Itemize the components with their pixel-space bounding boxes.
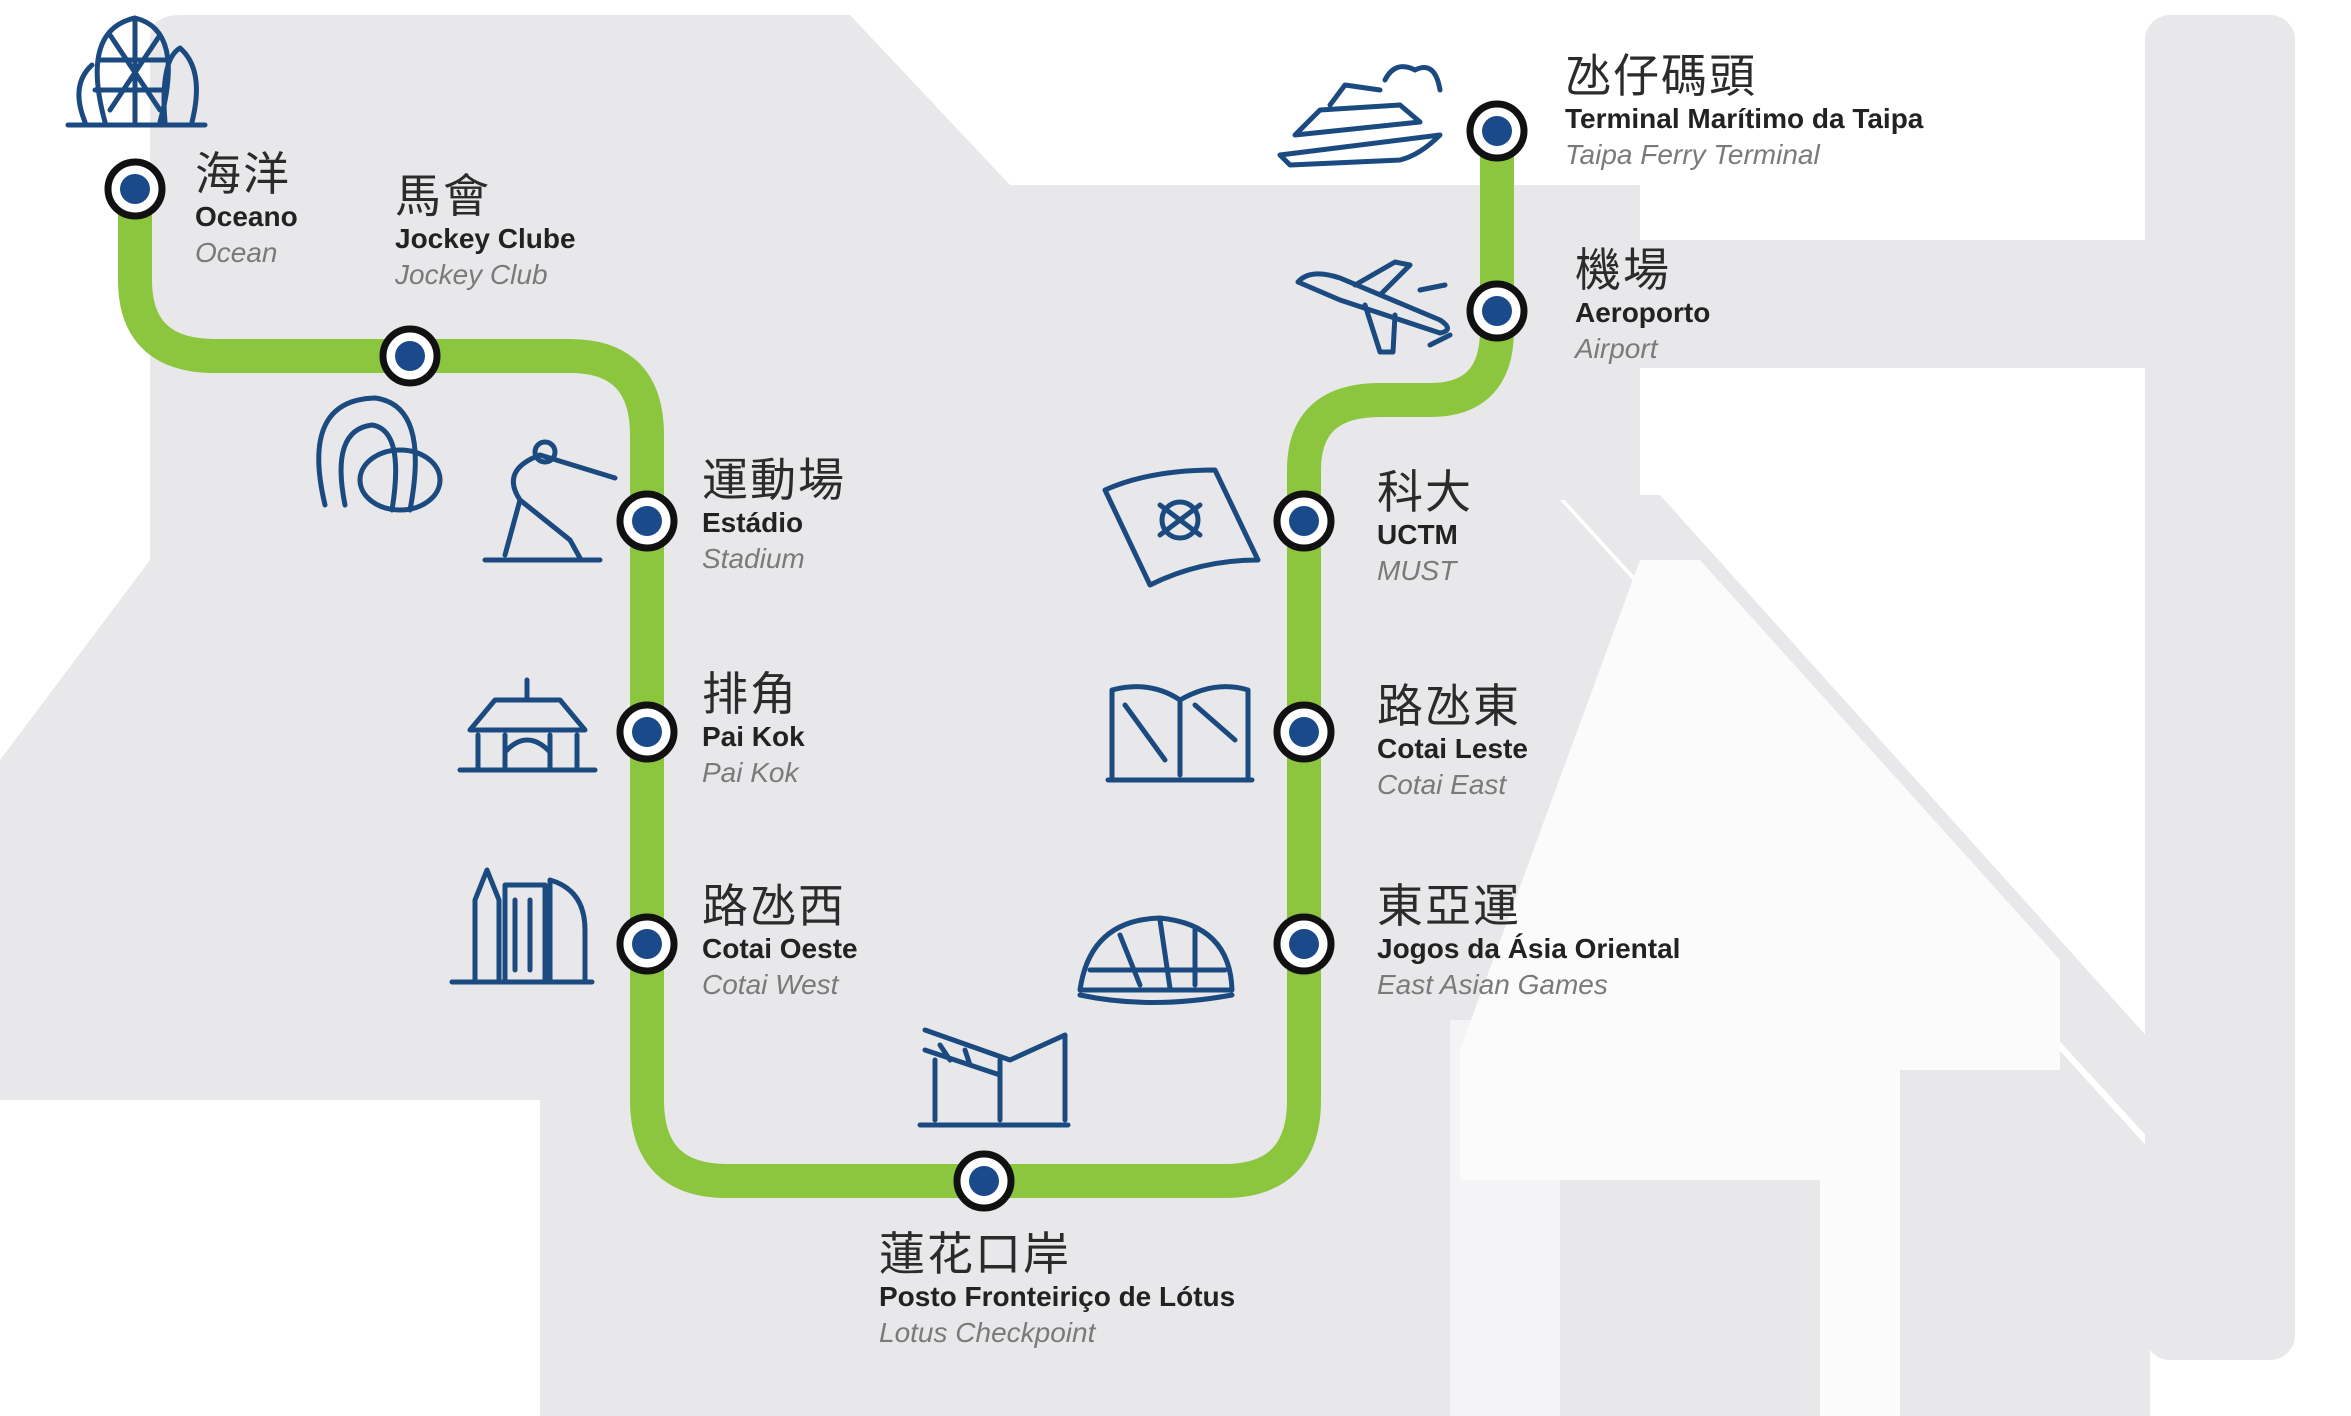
- book-building-icon: [1105, 684, 1255, 783]
- station-name-zh: 海洋: [195, 147, 291, 201]
- station-name-en: East Asian Games: [1377, 968, 1608, 1000]
- flag-icon: [1102, 467, 1261, 588]
- station-name-pt: UCTM: [1377, 519, 1458, 551]
- station-name-pt: Oceano: [195, 201, 298, 233]
- skyscraper-icon: [449, 867, 595, 985]
- station-name-zh: 馬會: [395, 169, 491, 223]
- pavilion-icon: [457, 677, 598, 773]
- station-dot: [969, 1166, 999, 1196]
- station-name-pt: Jogos da Ásia Oriental: [1377, 933, 1681, 965]
- station-name-en: Cotai East: [1377, 768, 1507, 800]
- station-name-en: Airport: [1575, 332, 1658, 364]
- station-dot: [1289, 929, 1319, 959]
- station-name-pt: Pai Kok: [702, 721, 805, 753]
- ferry-icon: [1277, 64, 1443, 168]
- station-name-zh: 排角: [702, 667, 798, 721]
- airplane-icon: [1295, 259, 1453, 355]
- station-dot: [1482, 116, 1512, 146]
- station-dot: [1289, 717, 1319, 747]
- station-name-pt: Jockey Clube: [395, 223, 576, 255]
- water-areas: [1460, 368, 2145, 1416]
- station-dot: [1482, 296, 1512, 326]
- station-name-en: Taipa Ferry Terminal: [1565, 138, 1820, 170]
- station-name-zh: 氹仔碼頭: [1565, 49, 1757, 103]
- station-dot: [632, 717, 662, 747]
- athlete-icon: [482, 439, 618, 563]
- checkpoint-bridge-icon: [917, 1027, 1071, 1128]
- station-name-zh: 路氹西: [702, 879, 846, 933]
- station-name-en: Ocean: [195, 236, 278, 268]
- station-dot: [1289, 506, 1319, 536]
- station-name-zh: 機場: [1575, 243, 1671, 297]
- station-name-pt: Estádio: [702, 507, 804, 539]
- station-name-en: MUST: [1377, 554, 1457, 586]
- station-dot: [395, 341, 425, 371]
- station-dot: [632, 506, 662, 536]
- station-name-en: Jockey Club: [395, 258, 548, 290]
- station-name-en: Pai Kok: [702, 756, 799, 788]
- station-name-pt: Cotai Oeste: [702, 933, 858, 965]
- station-name-en: Cotai West: [702, 968, 839, 1000]
- station-name-zh: 蓮花口岸: [879, 1227, 1071, 1281]
- station-name-zh: 科大: [1377, 465, 1473, 519]
- station-name-pt: Posto Fronteiriço de Lótus: [879, 1281, 1236, 1313]
- station-name-pt: Terminal Marítimo da Taipa: [1565, 103, 1924, 135]
- station-name-zh: 東亞運: [1377, 879, 1521, 933]
- station-name-en: Lotus Checkpoint: [879, 1316, 1096, 1348]
- horseshoe-icon: [316, 395, 443, 513]
- station-name-zh: 路氹東: [1377, 679, 1521, 733]
- station-name-pt: Aeroporto: [1575, 297, 1711, 329]
- lotus-buildings-icon: [65, 15, 208, 128]
- station-dot: [632, 929, 662, 959]
- station-name-en: Stadium: [702, 542, 805, 574]
- station-dot: [120, 174, 150, 204]
- station-name-zh: 運動場: [702, 453, 846, 507]
- dome-icon: [1077, 915, 1235, 1005]
- station-name-pt: Cotai Leste: [1377, 733, 1528, 765]
